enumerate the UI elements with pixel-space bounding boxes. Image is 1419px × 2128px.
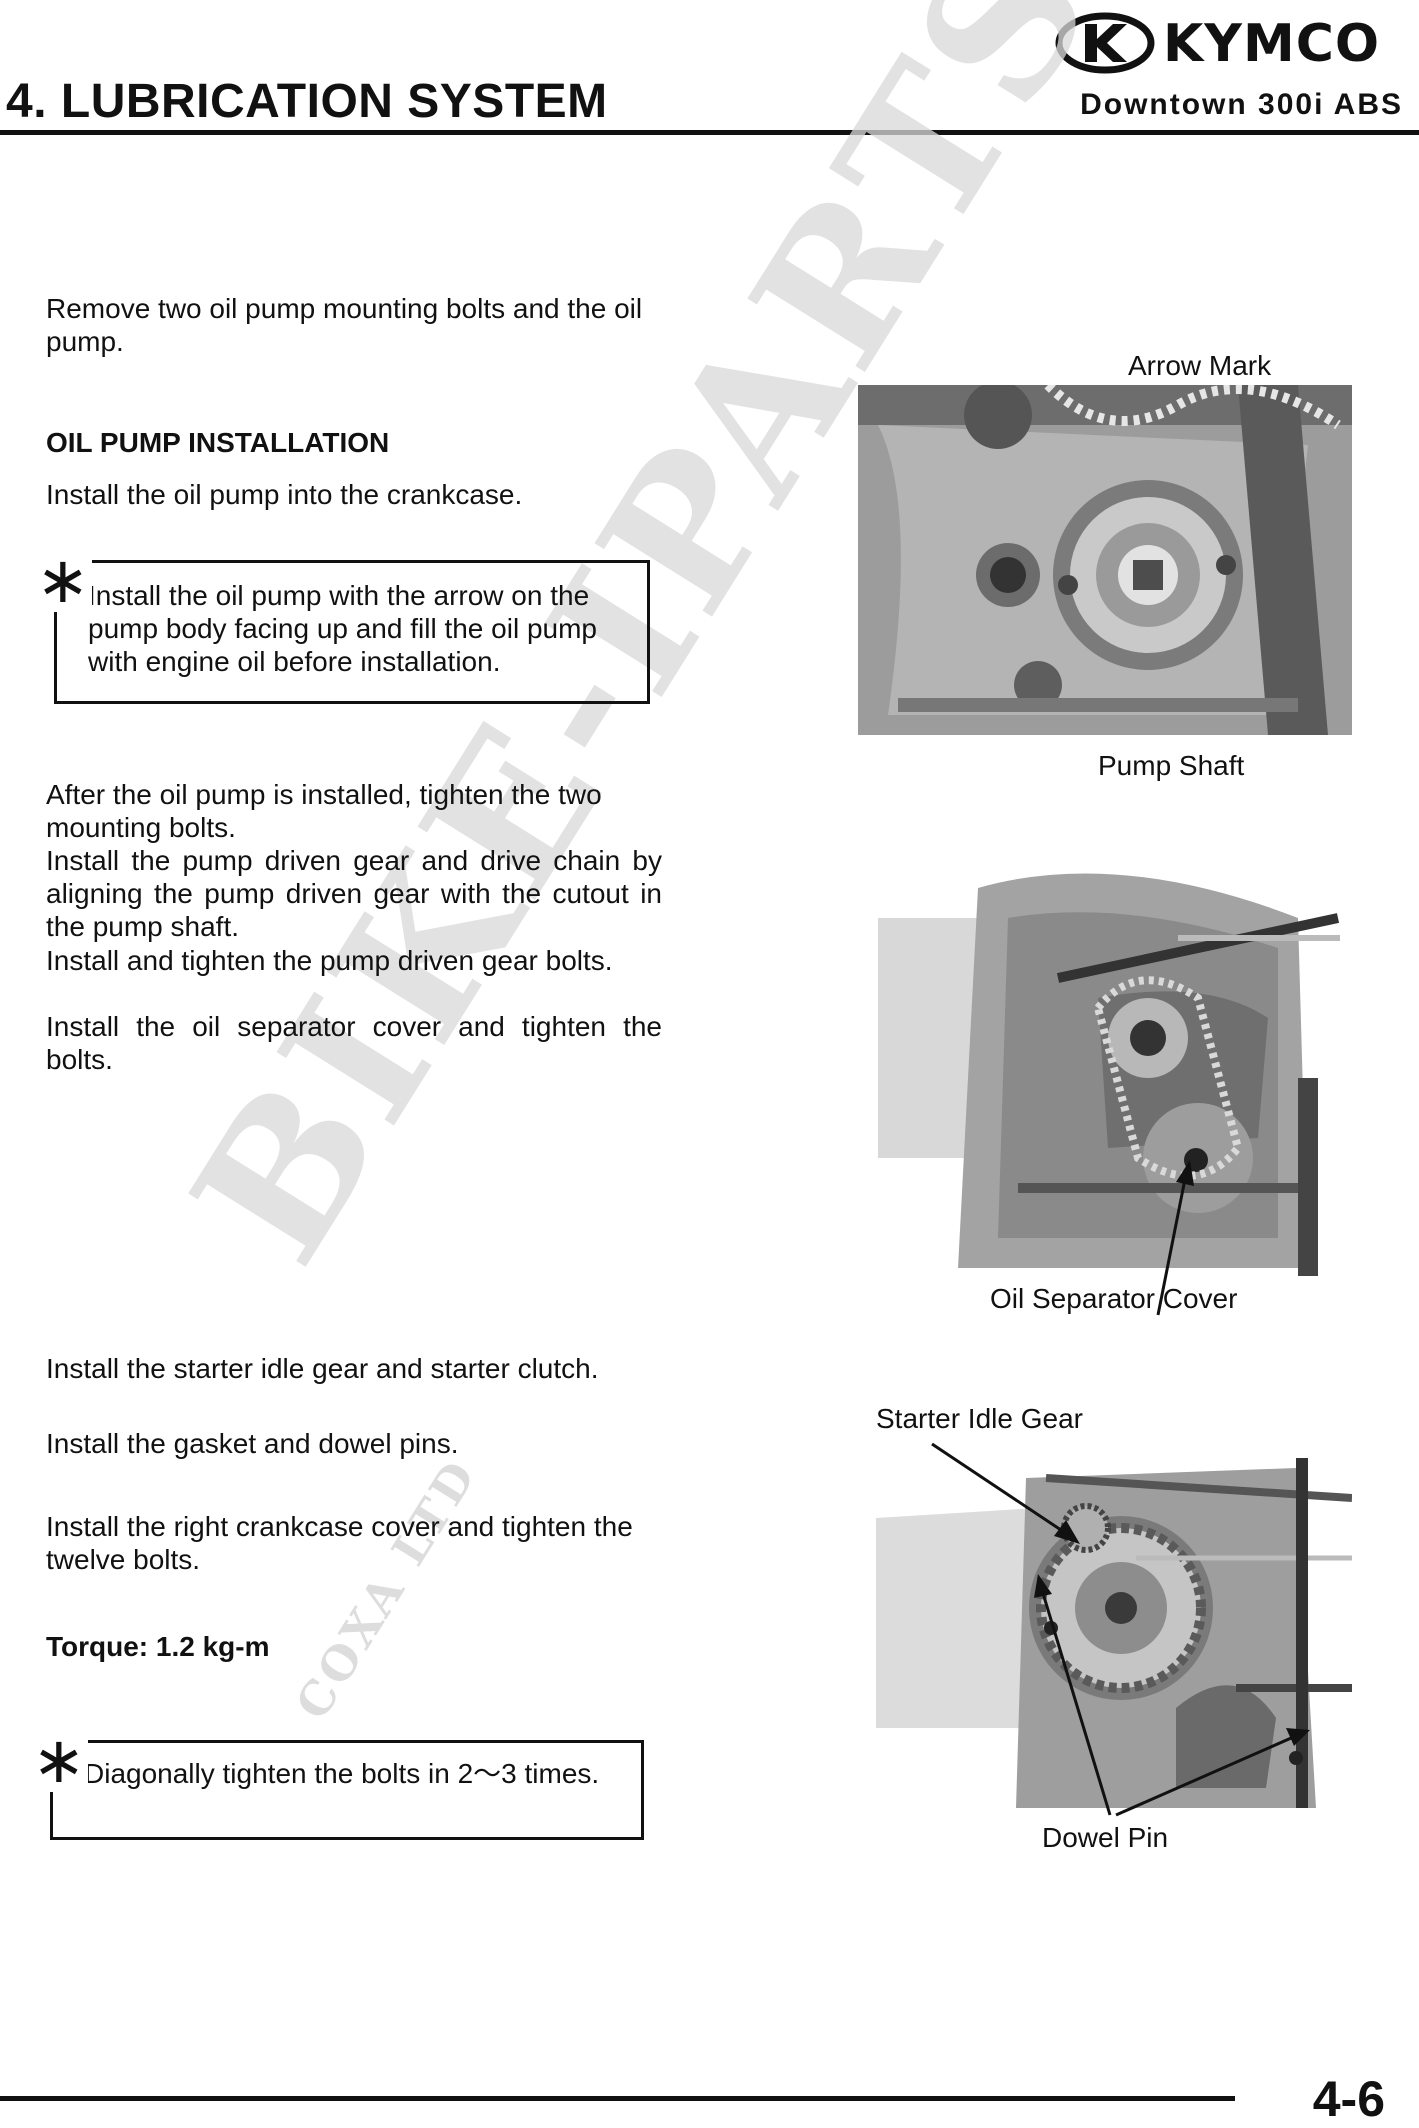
note-2-text: Diagonally tighten the bolts in 2～3 time… (84, 1758, 600, 1789)
crankcase-photo (876, 1458, 1352, 1808)
section-heading: OIL PUMP INSTALLATION (46, 427, 390, 458)
driven-gear-text: Install the pump driven gear and drive c… (46, 845, 662, 942)
note-box-1: Install the oil pump with the arrow on t… (54, 560, 650, 704)
right-cover-text: Install the right crankcase cover and ti… (46, 1511, 633, 1575)
kymco-logo: KYMCO (1055, 12, 1405, 78)
pump-shaft-label: Pump Shaft (1098, 750, 1245, 781)
logo-text: KYMCO (1163, 14, 1381, 74)
note-1-text: Install the oil pump with the arrow on t… (88, 580, 597, 677)
page-number: 4-6 (1312, 2071, 1385, 2127)
install-instruction: Install the oil pump into the crankcase. (46, 479, 523, 510)
after-install-text: After the oil pump is installed, tighten… (46, 779, 602, 843)
remove-instruction: Remove two oil pump mounting bolts and t… (46, 293, 643, 357)
dowel-pin-label: Dowel Pin (1042, 1822, 1169, 1853)
chapter-title: 4. LUBRICATION SYSTEM (6, 75, 608, 128)
torque-spec: Torque: 1.2 kg-m (46, 1631, 270, 1662)
dowel-pin-arrows-icon (1034, 1574, 1310, 1817)
header-divider (0, 130, 1419, 135)
footer-divider (0, 2096, 1235, 2101)
oil-separator-photo (878, 858, 1340, 1276)
starter-text: Install the starter idle gear and starte… (46, 1353, 599, 1384)
note-asterisk-icon: ∗ (34, 544, 92, 616)
starter-gear-arrow-icon (931, 1442, 1080, 1544)
oil-separator-label: Oil Separator Cover (990, 1283, 1238, 1314)
separator-cover-arrow-icon (1156, 1160, 1194, 1316)
starter-idle-gear-label: Starter Idle Gear (876, 1403, 1083, 1434)
driven-gear-bolts-text: Install and tighten the pump driven gear… (46, 945, 613, 976)
oil-pump-photo (858, 385, 1352, 735)
model-name: Downtown 300i ABS (1080, 88, 1403, 121)
gasket-text: Install the gasket and dowel pins. (46, 1428, 459, 1459)
note-asterisk-icon: ∗ (30, 1724, 88, 1796)
kymco-logo-icon (1055, 12, 1155, 74)
separator-cover-text: Install the oil separator cover and tigh… (46, 1011, 662, 1075)
watermark-subtext: COXA LTD (285, 1448, 488, 1729)
note-box-2: Diagonally tighten the bolts in 2～3 time… (50, 1740, 644, 1840)
arrow-mark-label: Arrow Mark (1128, 350, 1272, 381)
